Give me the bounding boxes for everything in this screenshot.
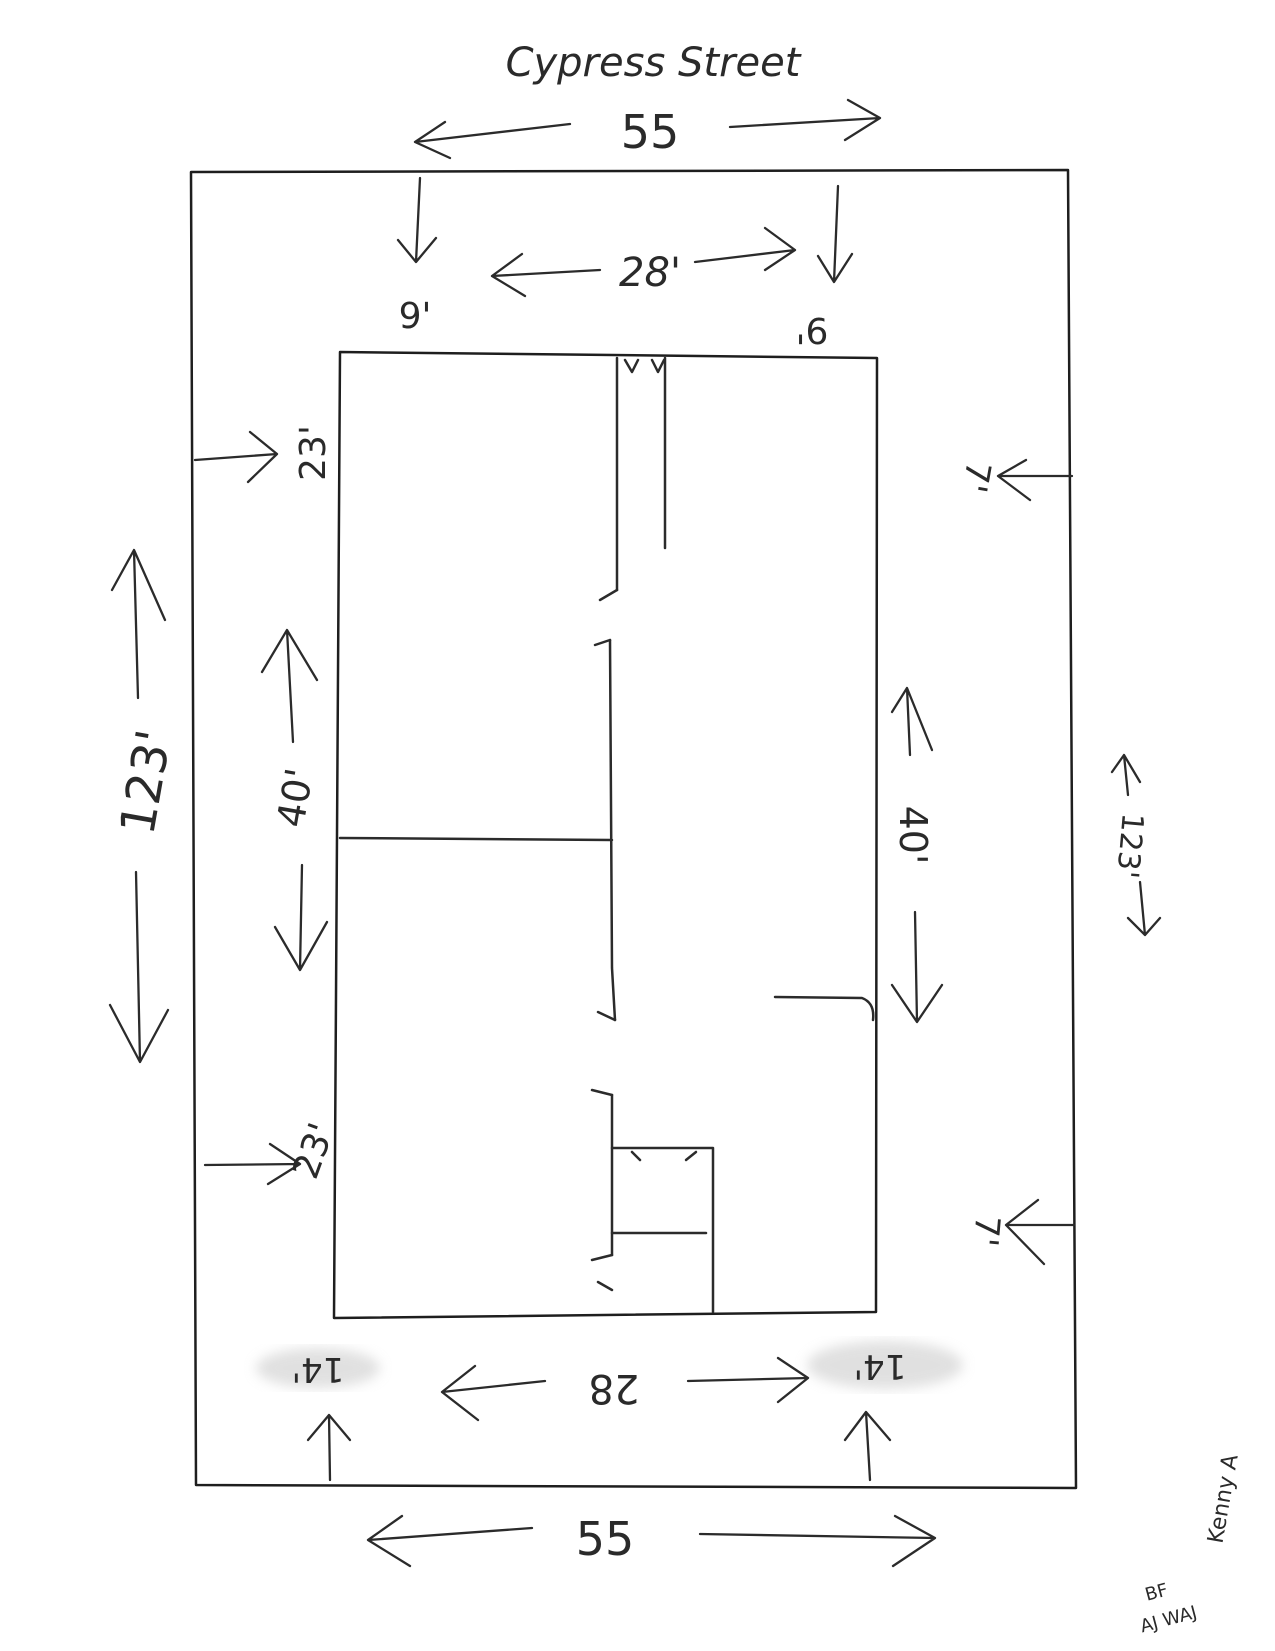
arrow-123-right-down — [1126, 880, 1162, 937]
dim-9-left: 9' — [399, 296, 432, 337]
door-tick-5 — [590, 1253, 614, 1262]
door-tick-4 — [590, 1088, 614, 1097]
arrow-bottom-55-left — [366, 1514, 534, 1568]
arrow-28-bottom-left — [440, 1364, 547, 1422]
building-outline — [332, 350, 879, 1320]
arrow-28-top-right — [693, 226, 797, 272]
smudge-left — [256, 1348, 380, 1388]
street-name-label: Cypress Street — [506, 40, 802, 86]
arrow-7-upper — [996, 458, 1074, 502]
arrow-123-right-up — [1110, 753, 1142, 797]
arrow-7-lower — [1004, 1198, 1076, 1266]
arrow-top-55-left — [413, 120, 572, 160]
door-tick-7 — [630, 1150, 642, 1162]
smudge-right — [807, 1341, 963, 1389]
door-tick-3 — [596, 1010, 617, 1022]
arrow-40-right-down — [890, 910, 944, 1024]
arrow-123-left-up — [110, 548, 167, 700]
door-tick-1 — [598, 588, 619, 602]
dimension-arrows — [108, 98, 1162, 1568]
lot-boundary — [189, 168, 1078, 1490]
closet-box — [610, 1146, 715, 1314]
arrow-28-bottom-right — [686, 1356, 810, 1404]
corner-note: Kenny A BF AJ WAJ — [1138, 1452, 1244, 1637]
dim-9-right: 9' — [796, 309, 829, 350]
arrow-9-right-down — [816, 184, 854, 284]
arrow-9-left-down — [396, 176, 438, 264]
wall-right-stub — [773, 995, 875, 1022]
door-tick-10 — [650, 358, 666, 374]
door-tick-8 — [684, 1150, 698, 1162]
dim-123-right: 123' — [1109, 812, 1150, 880]
dim-top-55: 55 — [621, 105, 680, 159]
arrow-40-right-up — [890, 686, 934, 757]
dim-123-left: 123' — [110, 726, 183, 839]
dim-bottom-55: 55 — [576, 1512, 635, 1566]
wall-central-mid — [608, 638, 617, 1022]
arrow-bottom-55-right — [698, 1514, 937, 1568]
dim-40-left: 40' — [268, 765, 322, 831]
dim-28-top: 28' — [619, 250, 681, 296]
dim-28-bottom: 28 — [589, 1365, 640, 1411]
arrow-123-left-down — [108, 870, 170, 1064]
dim-40-right: 40' — [891, 806, 935, 865]
dim-14-right: 14' — [854, 1346, 907, 1386]
arrow-23-lower — [203, 1142, 302, 1186]
arrow-top-55-right — [728, 98, 882, 142]
corner-note-line2: BF — [1143, 1580, 1170, 1606]
dim-14-left: 14' — [292, 1349, 345, 1389]
dim-7-upper: 7' — [953, 458, 998, 495]
dim-23-upper: 23' — [293, 425, 334, 481]
dim-7-lower: 7' — [965, 1214, 1008, 1248]
arrow-14-right-up — [843, 1410, 892, 1482]
arrow-14-left-up — [306, 1413, 352, 1482]
corner-note-line1: Kenny A — [1203, 1452, 1243, 1545]
interior-walls — [338, 356, 875, 1314]
arrow-28-top-left — [490, 252, 602, 298]
wall-horizontal-mid — [338, 836, 614, 842]
arrow-40-left-down — [273, 863, 329, 972]
door-tick-2 — [593, 638, 612, 647]
arrow-23-upper — [193, 430, 279, 484]
door-tick-6 — [596, 1280, 614, 1292]
corner-note-line3: AJ WAJ — [1138, 1602, 1199, 1637]
door-tick-9 — [623, 358, 640, 374]
arrow-40-left-up — [260, 628, 319, 744]
